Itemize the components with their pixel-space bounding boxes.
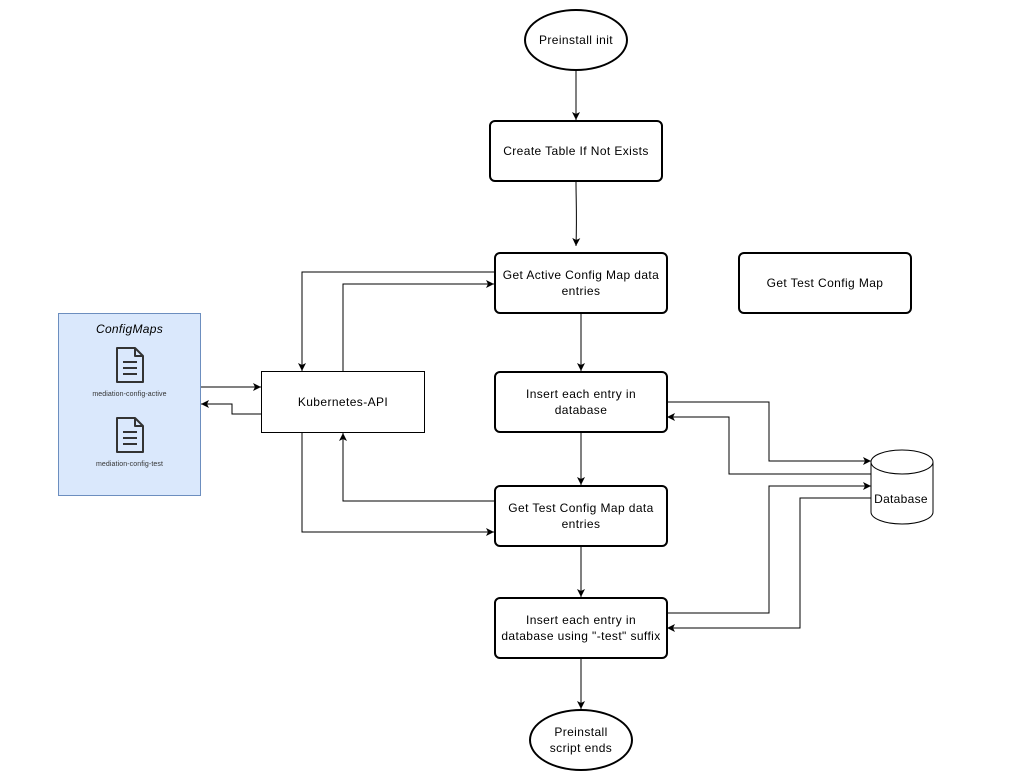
start-node[interactable]: Preinstall init bbox=[524, 9, 628, 71]
get-test-config-map-node[interactable]: Get Test Config Map bbox=[738, 252, 912, 314]
edge-db-to-insert-test bbox=[667, 497, 871, 632]
configmap-item-test: mediation-config-test bbox=[95, 461, 164, 468]
start-node-label: Preinstall init bbox=[538, 33, 614, 47]
database-label: Database bbox=[874, 492, 928, 506]
kubernetes-api-label: Kubernetes-API bbox=[297, 395, 389, 409]
edge-active-to-k8s bbox=[298, 271, 494, 371]
edge-db-to-insert bbox=[667, 413, 871, 475]
kubernetes-api-node[interactable]: Kubernetes-API bbox=[261, 371, 425, 433]
document-icon[interactable] bbox=[115, 416, 145, 454]
insert-entry-test-label: Insert each entry in database using "-te… bbox=[501, 613, 661, 643]
insert-entry-label: Insert each entry in database bbox=[525, 387, 637, 417]
get-active-config-node[interactable]: Get Active Config Map data entries bbox=[494, 252, 668, 314]
edge-k8s-to-configmaps bbox=[201, 400, 261, 415]
edge-insert-test-to-db bbox=[667, 482, 871, 614]
edge-insert-to-db bbox=[667, 401, 871, 465]
create-table-label: Create Table If Not Exists bbox=[503, 144, 649, 158]
get-active-config-label: Get Active Config Map data entries bbox=[502, 268, 660, 298]
end-node-label: Preinstall script ends bbox=[549, 725, 613, 755]
document-icon[interactable] bbox=[115, 346, 145, 384]
get-test-config-map-label: Get Test Config Map bbox=[766, 276, 884, 290]
edge-k8s-to-test bbox=[301, 433, 494, 536]
insert-entry-test-node[interactable]: Insert each entry in database using "-te… bbox=[494, 597, 668, 659]
end-node[interactable]: Preinstall script ends bbox=[529, 709, 633, 771]
database-cylinder-icon[interactable] bbox=[869, 446, 935, 528]
get-test-config-entries-node[interactable]: Get Test Config Map data entries bbox=[494, 485, 668, 547]
configmaps-container[interactable]: ConfigMaps mediation-config-active media… bbox=[58, 313, 201, 496]
create-table-node[interactable]: Create Table If Not Exists bbox=[489, 120, 663, 182]
configmaps-title: ConfigMaps bbox=[95, 322, 164, 336]
insert-entry-node[interactable]: Insert each entry in database bbox=[494, 371, 668, 433]
configmap-item-active: mediation-config-active bbox=[92, 391, 167, 398]
edge-test-to-k8s bbox=[339, 433, 494, 502]
get-test-config-entries-label: Get Test Config Map data entries bbox=[508, 501, 654, 531]
edge-k8s-to-active bbox=[342, 280, 494, 371]
